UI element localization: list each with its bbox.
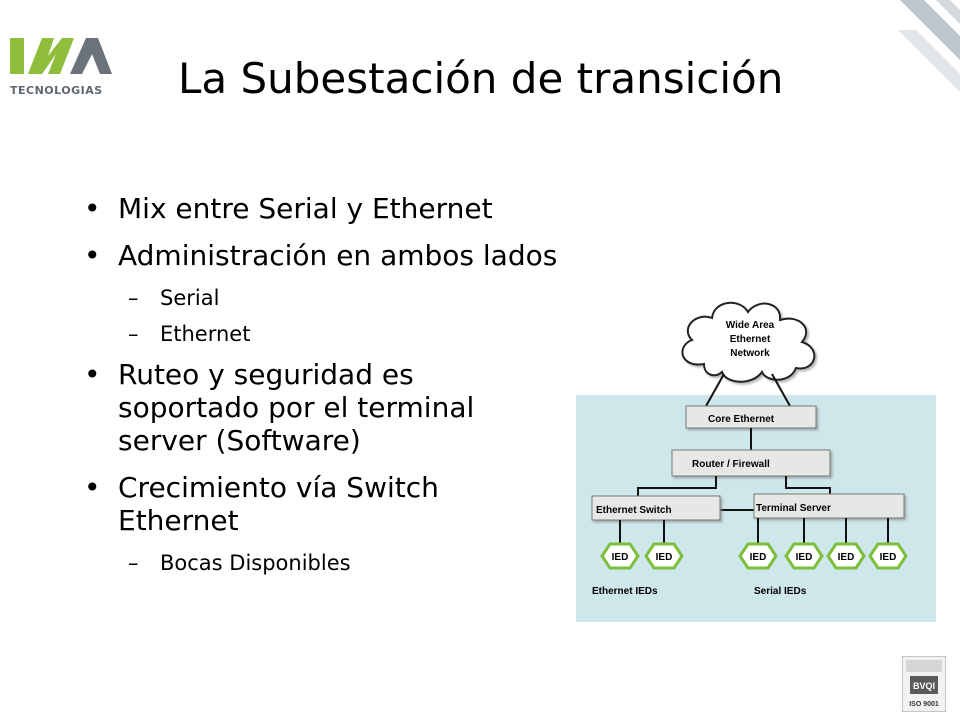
svg-text:IED: IED bbox=[838, 552, 855, 563]
cloud-label: Network bbox=[730, 348, 770, 359]
sub-bullet-text: Ethernet bbox=[160, 322, 251, 346]
ied-node-icon: IED bbox=[738, 542, 778, 570]
sub-bullet-item: – Ethernet bbox=[84, 322, 584, 346]
network-diagram: Wide Area Ethernet Network Core Ethernet… bbox=[576, 302, 936, 622]
ethernet-switch-box bbox=[591, 495, 721, 521]
bullet-text: Crecimiento vía Switch Ethernet bbox=[118, 471, 439, 537]
cloud-label: Ethernet bbox=[730, 334, 771, 345]
bullet-item: • Administración en ambos lados bbox=[84, 239, 584, 272]
link-line bbox=[771, 373, 791, 407]
dash-glyph: – bbox=[128, 551, 139, 575]
ethernet-ieds-label: Ethernet IEDs bbox=[592, 586, 658, 597]
logo-text: TECNOLOGIAS bbox=[10, 84, 103, 97]
cloud-icon bbox=[681, 302, 816, 383]
ethernet-switch-label: Ethernet Switch bbox=[596, 505, 672, 516]
svg-text:BVQI: BVQI bbox=[913, 681, 935, 691]
iso-certification-badge: BVQI ISO 9001 bbox=[902, 656, 946, 712]
company-logo bbox=[10, 38, 112, 74]
svg-text:IED: IED bbox=[750, 552, 767, 563]
terminal-server-box bbox=[753, 493, 905, 519]
router-firewall-label: Router / Firewall bbox=[692, 459, 770, 470]
dash-glyph: – bbox=[128, 322, 139, 346]
ied-node-icon: IED bbox=[826, 542, 866, 570]
svg-text:IED: IED bbox=[796, 552, 813, 563]
bullet-item: • Mix entre Serial y Ethernet bbox=[84, 192, 584, 225]
link-line bbox=[705, 373, 725, 407]
ied-node-icon: IED bbox=[868, 542, 908, 570]
ied-node-icon: IED bbox=[644, 542, 684, 570]
serial-ieds-label: Serial IEDs bbox=[754, 586, 807, 597]
bullet-item: • Crecimiento vía Switch Ethernet bbox=[84, 471, 498, 537]
bullet-text: Administración en ambos lados bbox=[118, 239, 558, 272]
ied-node-icon: IED bbox=[784, 542, 824, 570]
corner-decoration bbox=[898, 0, 960, 92]
link-line bbox=[785, 476, 831, 494]
bullet-text: Mix entre Serial y Ethernet bbox=[118, 192, 493, 225]
slide-title: La Subestación de transición bbox=[178, 54, 784, 103]
link-line bbox=[637, 476, 717, 496]
sub-bullet-item: – Bocas Disponibles bbox=[84, 551, 584, 575]
sub-bullet-item: – Serial bbox=[84, 286, 584, 310]
bullet-text: Ruteo y seguridad es soportado por el te… bbox=[118, 358, 475, 457]
router-firewall-box bbox=[671, 449, 831, 477]
bullet-glyph: • bbox=[84, 239, 101, 272]
svg-text:IED: IED bbox=[612, 552, 629, 563]
bullet-glyph: • bbox=[84, 192, 101, 225]
ied-node-icon: IED bbox=[600, 542, 640, 570]
svg-text:IED: IED bbox=[880, 552, 897, 563]
bullet-list: • Mix entre Serial y Ethernet • Administ… bbox=[84, 192, 584, 587]
sub-bullet-text: Serial bbox=[160, 286, 220, 310]
bullet-glyph: • bbox=[84, 358, 101, 391]
cloud-label: Wide Area bbox=[726, 320, 775, 331]
terminal-server-label: Terminal Server bbox=[756, 503, 831, 514]
iso-label: ISO 9001 bbox=[909, 701, 939, 708]
bullet-item: • Ruteo y seguridad es soportado por el … bbox=[84, 358, 498, 457]
sub-bullet-text: Bocas Disponibles bbox=[160, 551, 351, 575]
bullet-glyph: • bbox=[84, 471, 101, 504]
svg-text:IED: IED bbox=[656, 552, 673, 563]
core-ethernet-label: Core Ethernet bbox=[708, 414, 775, 425]
dash-glyph: – bbox=[128, 286, 139, 310]
